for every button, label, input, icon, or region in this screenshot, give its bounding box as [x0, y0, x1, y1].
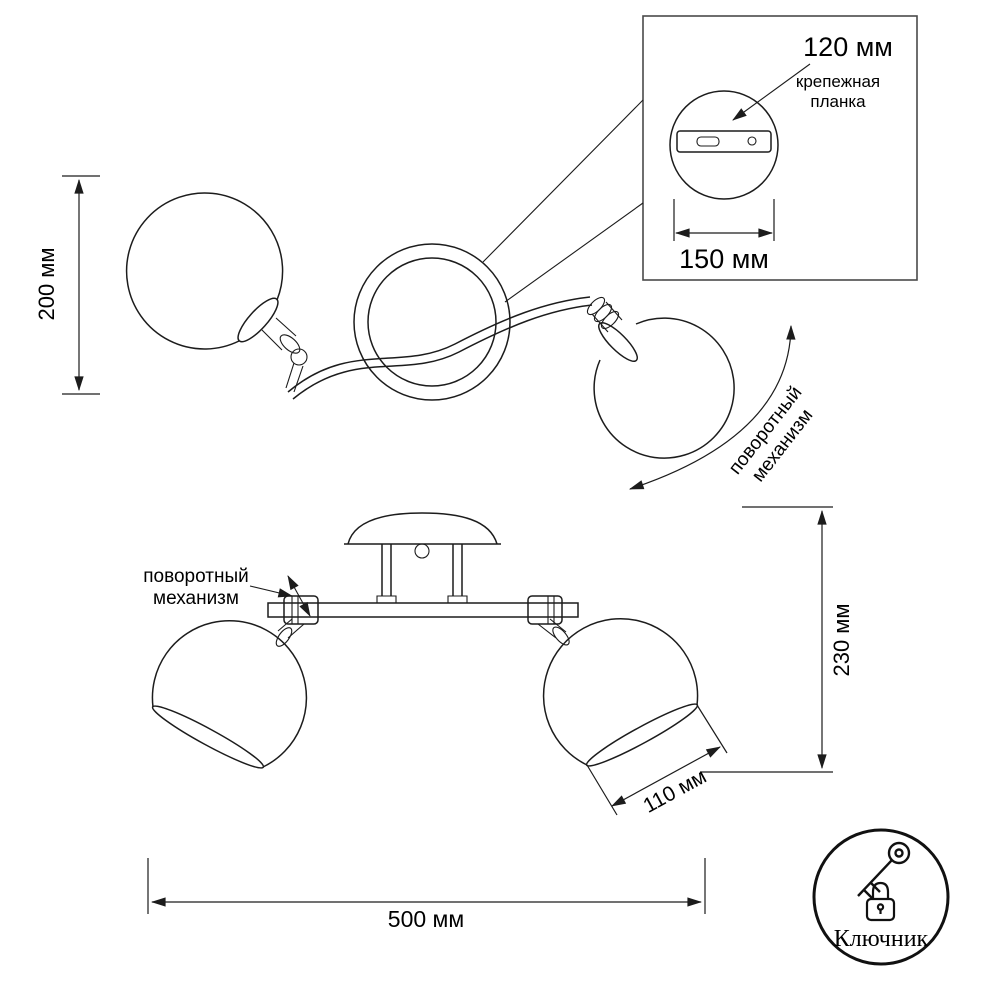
rotation-label-front-line2: механизм [153, 588, 239, 609]
detail-callout-box: 120 мм крепежная планка 150 мм [482, 15, 918, 303]
ring-outer-circle [353, 243, 511, 401]
left-lamp-shade-outline [151, 619, 308, 768]
ring-inner-circle [367, 257, 497, 387]
right-swivel-cylinder [527, 595, 563, 625]
right-lamp-shade-outline [542, 617, 699, 766]
rotation-arc-arrow [628, 324, 796, 490]
left-swivel-ribs [291, 596, 299, 624]
right-lamp-shade-opening [585, 703, 699, 767]
plate-label-line1: крепежная [796, 72, 880, 91]
dim-120-label: 120 мм [803, 32, 893, 62]
dim-150-extension-lines [673, 199, 775, 241]
right-shade-outline [593, 317, 735, 459]
dim-200-label: 200 мм [34, 247, 59, 320]
logo-circle [812, 828, 950, 966]
left-shade-neck [261, 317, 304, 393]
key-icon [857, 841, 911, 900]
arm-curve-inner [292, 304, 593, 400]
dim-230-group: 230 мм [700, 506, 854, 773]
logo-brand-name: Ключник [834, 926, 929, 952]
arm-curve-outer [287, 296, 591, 393]
dim-230-label: 230 мм [829, 603, 854, 676]
canopy-finial [414, 543, 430, 559]
left-shade-rim [237, 297, 279, 343]
left-shade-outline [125, 192, 284, 350]
dim-200-group: 200 мм [34, 175, 100, 395]
mounting-plate-slot [696, 136, 720, 147]
dim-110-label: 110 мм [639, 765, 710, 818]
dim-200-ticks [62, 175, 100, 395]
rotation-leader-arrow [249, 585, 294, 598]
dim-500-group: 500 мм [147, 858, 706, 932]
padlock-icon [865, 881, 896, 922]
brand-logo: Ключник [812, 828, 950, 966]
mounting-plate [676, 130, 772, 153]
dim-110-extension-lines [586, 704, 728, 816]
plate-label-line2: планка [810, 92, 866, 111]
dim-500-ticks [147, 858, 706, 914]
dim-150-label: 150 мм [679, 244, 769, 274]
left-lamp-shade-opening [151, 705, 265, 769]
right-lamp-neck [537, 618, 567, 639]
left-neck-collar [279, 334, 301, 354]
stem-collars [376, 595, 468, 604]
detail-circle [669, 90, 779, 200]
detail-box-border [642, 15, 918, 281]
dim-500-label: 500 мм [388, 906, 464, 932]
dim-230-ticks [700, 506, 833, 773]
cross-bar [267, 602, 579, 618]
left-lamp-neck-collar [275, 627, 293, 647]
ceiling-canopy [347, 512, 498, 545]
rotation-label-front-line1: поворотный [143, 566, 248, 587]
plate-leader-arrow [732, 63, 811, 121]
dim-110-line [611, 746, 721, 807]
right-lamp-neck-collar [552, 626, 570, 646]
left-swivel-ball [290, 348, 308, 366]
rotation-mechanism-callout-front: поворотный механизм [143, 566, 311, 617]
rotation-axis-arrow [287, 575, 311, 617]
mounting-plate-hole [747, 136, 757, 146]
front-view-chandelier [151, 512, 699, 769]
right-swivel-ribs [547, 596, 555, 624]
detail-reference-lines [482, 99, 644, 303]
stems [381, 544, 463, 596]
dim-110-group: 110 мм [586, 704, 728, 818]
